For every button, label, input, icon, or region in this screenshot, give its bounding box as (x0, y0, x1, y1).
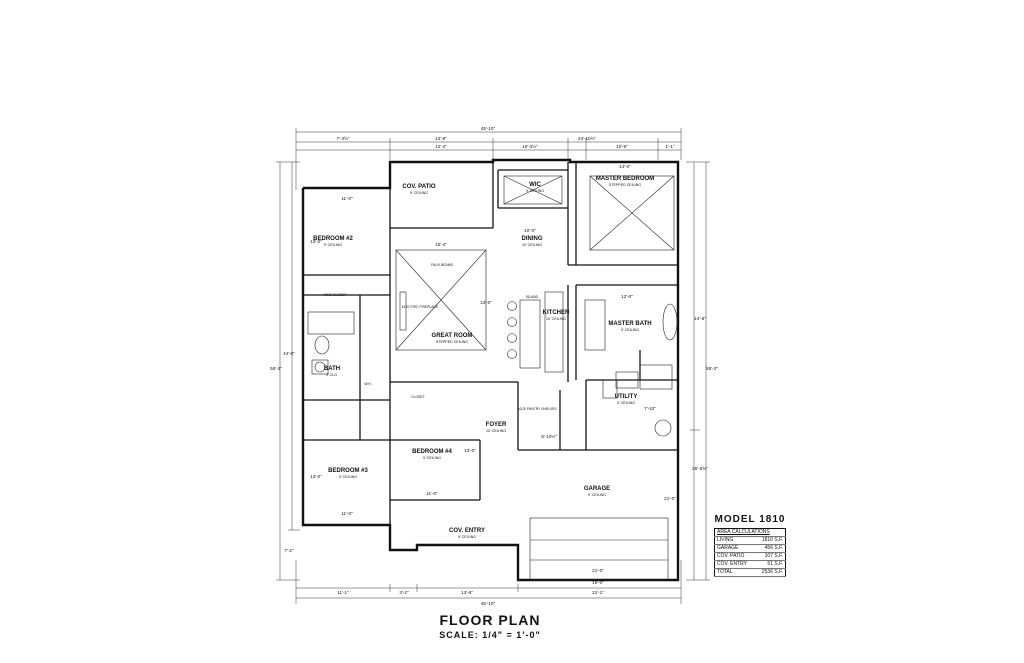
utility-ceiling: 9' CEILING (617, 401, 635, 405)
dim-top-overall: 45'-10" (481, 126, 496, 131)
utility-name: UTILITY (615, 394, 638, 400)
dim-great-w: 15'-4" (435, 242, 447, 247)
dim-bottom-a: 11'-1" (337, 590, 349, 595)
dim-bed4-w: 11'-0" (426, 491, 438, 496)
entry-name: COV. ENTRY (449, 528, 485, 534)
dim-bed3-w: 11'-0" (341, 511, 353, 516)
dim-master-w: 14'-0" (619, 164, 631, 169)
dim-right-a: 26'-6⅝" (692, 466, 708, 471)
island-note: ISLAND (526, 295, 539, 299)
bath-ceiling: 9' CLG. (326, 373, 338, 377)
bed4-name: BEDROOM #4 (412, 449, 452, 455)
patio-name: COV. PATIO (402, 184, 436, 190)
master-name: MASTER BEDROOM (596, 176, 654, 182)
plan-scale: SCALE: 1/4" = 1'-0" (439, 630, 541, 640)
plan-notes: ELECTRIC FIREPLACE ADJS PANTRY SHELVES C… (323, 263, 557, 411)
dim-top-a: 7'-3½" (337, 135, 350, 141)
dim-top-c: 24'-10½" (578, 135, 596, 141)
bed4-ceiling: 9' CEILING (423, 456, 441, 460)
dim-left-c: 7'-2" (284, 548, 294, 553)
bed2-name: BEDROOM #2 (313, 236, 353, 242)
kitchen-ceiling: 10' CEILING (546, 317, 566, 321)
dim-great-h: 13'-0" (480, 300, 492, 305)
dining-ceiling: 10' CEILING (522, 243, 542, 247)
area-heading: AREA CALCULATIONS (714, 528, 786, 537)
faux-beams-note: FAUX BEAMS (431, 263, 453, 267)
foyer-ceiling: 10' CEILING (486, 429, 506, 433)
dim-left-b: 44'-0" (283, 351, 295, 356)
dim-bottom-b: 3'-2" (399, 590, 409, 595)
dim-bed3-h: 13'-0" (310, 474, 322, 479)
dim-garage-w: 21'-0" (592, 568, 604, 573)
dim-right-b: 14'-8" (694, 316, 706, 321)
mbath-ceiling: 9' CEILING (621, 328, 639, 332)
dim-foyer-w: 8'-10½" (541, 433, 557, 439)
dim-bed4-h: 13'-0" (464, 448, 476, 453)
dim-t3: 1'-1" (665, 144, 675, 149)
bed3-ceiling: 9' CEILING (339, 475, 357, 479)
mbath-name: MASTER BATH (608, 321, 651, 327)
dimension-labels: 45'-10" 7'-3½" 13'-8" 24'-10½" 12'-4" 10… (270, 126, 718, 606)
master-ceiling: STEPPED CEILING (609, 183, 641, 187)
bath-name: BATH (324, 366, 340, 372)
dim-left-overall: 55'-3" (270, 366, 282, 371)
wic-name: WIC (529, 182, 541, 188)
dim-garage-h: 21'-0" (664, 496, 676, 501)
dim-bed2-h: 13'-0" (310, 239, 322, 244)
garage-door (529, 517, 669, 581)
room-labels: COV. PATIO 9' CEILING WIC 9' CEILING MAS… (313, 176, 654, 539)
bed2-ceiling: 9' CEILING (324, 243, 342, 247)
wh-note: W.H. (364, 382, 371, 386)
ceiling-patterns (395, 175, 675, 351)
fixtures (307, 291, 678, 437)
dim-t2: 10'-6" (616, 144, 628, 149)
patio-ceiling: 9' CEILING (410, 191, 428, 195)
plan-title: FLOOR PLAN (439, 612, 541, 628)
closet-note: CLOSET (411, 395, 425, 399)
dim-bottom-d: 21'-1" (592, 590, 604, 595)
adjs-closet-note: ADJS CLOSET (323, 293, 346, 297)
dim-dining-w: 10'-0" (524, 228, 536, 233)
dim-bed2-w: 11'-0" (341, 196, 353, 201)
wic-ceiling: 9' CEILING (526, 189, 544, 193)
dim-utility-w: 7'-10" (644, 406, 656, 411)
foyer-name: FOYER (486, 422, 507, 428)
entry-ceiling: 9' CEILING (458, 535, 476, 539)
dim-patio-w: 12'-4" (435, 144, 447, 149)
interior-walls (303, 162, 678, 525)
dim-mbath-w: 12'-0" (621, 294, 633, 299)
dim-top-b: 13'-8" (435, 136, 447, 141)
kitchen-name: KITCHEN (543, 310, 570, 316)
garage-ceiling: 9' CEILING (588, 493, 606, 497)
dim-bottom-c: 13'-6" (461, 590, 473, 595)
plan-title-block: FLOOR PLAN SCALE: 1/4" = 1'-0" (430, 612, 550, 640)
pantry-note: ADJS PANTRY SHELVES (517, 407, 557, 411)
exterior-walls (301, 158, 680, 582)
dim-t1: 10'-3½" (522, 143, 538, 149)
dim-bottom-overall: 45'-10" (481, 601, 496, 606)
great-ceiling: STEPPED CEILING (436, 340, 468, 344)
dim-right-overall: 55'-3" (706, 366, 718, 371)
garage-name: GARAGE (584, 486, 610, 492)
bed3-name: BEDROOM #3 (328, 468, 368, 474)
great-name: GREAT ROOM (432, 333, 473, 339)
dining-name: DINING (522, 236, 543, 242)
dim-door: 16'-0" (592, 580, 604, 585)
fireplace-note: ELECTRIC FIREPLACE (402, 305, 439, 309)
dimension-lines (276, 128, 710, 604)
model-name: MODEL 1810 (714, 514, 786, 525)
